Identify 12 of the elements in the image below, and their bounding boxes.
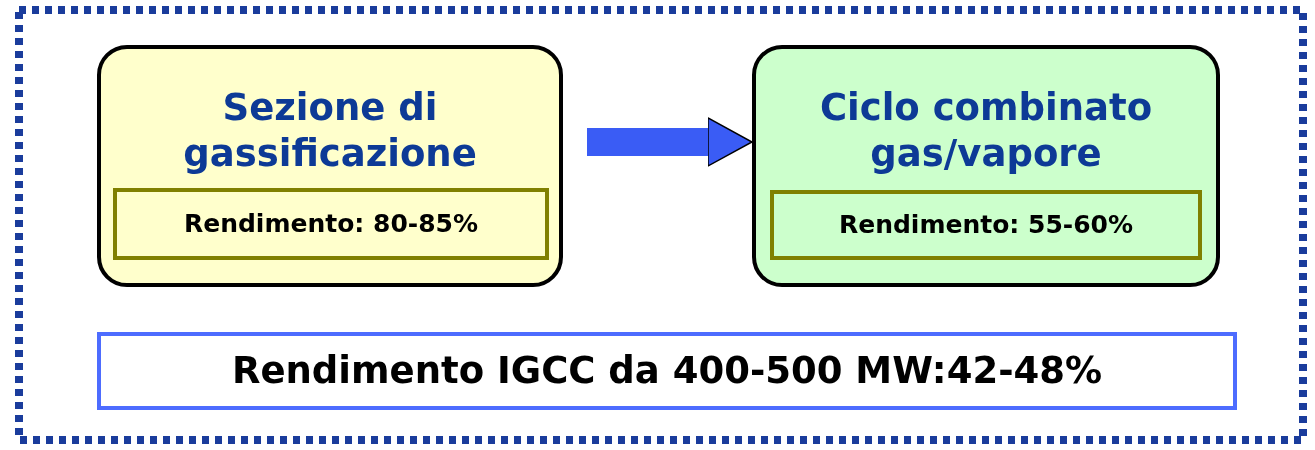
dotted-frame	[15, 6, 1307, 444]
process-box	[97, 45, 563, 287]
box-title: Ciclo combinato gas/vapore	[818, 85, 1154, 178]
box-title: Sezione di gassificazione	[182, 85, 478, 178]
result-text: Rendimento: 55-60%	[837, 209, 1135, 241]
result-box	[770, 190, 1202, 260]
result-text: Rendimento: 80-85%	[182, 208, 480, 240]
result-text: Rendimento IGCC da 400-500 MW:42-48%	[230, 347, 1104, 394]
block-arrow	[587, 117, 753, 167]
process-box	[752, 45, 1220, 287]
summary-box	[97, 332, 1237, 410]
result-box	[113, 188, 549, 260]
